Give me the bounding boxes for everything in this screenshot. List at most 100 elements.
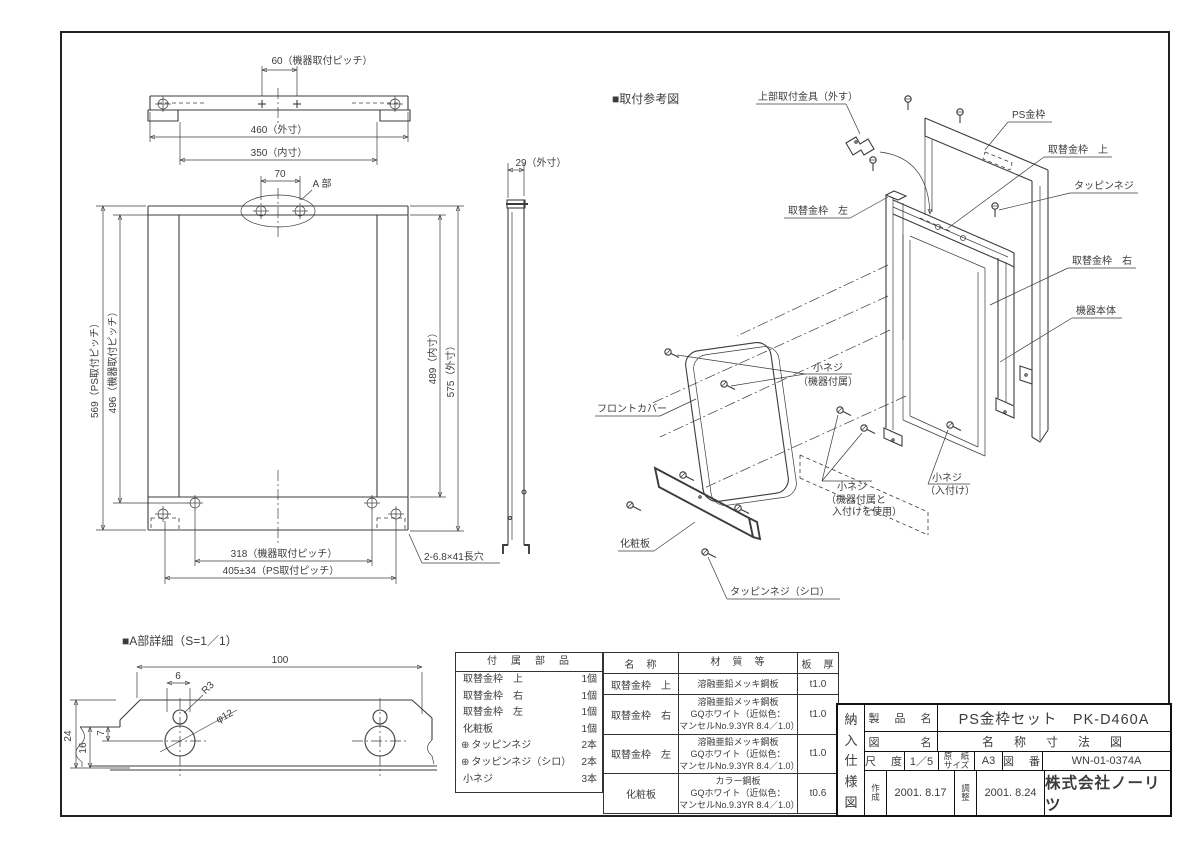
dim-460: 460（外寸）: [251, 123, 308, 136]
part-qty: 2本: [581, 756, 597, 768]
product-name-label: 製 品 名: [865, 705, 938, 732]
label-screw2-line1: 小ネジ: [837, 481, 867, 493]
doc-type-char: 仕: [844, 753, 858, 769]
replacement-frame-part: [883, 190, 1015, 447]
table-row: 取替金枠 上 溶融亜鉛メッキ鋼板 t1.0: [604, 673, 838, 694]
dim-6: 6: [175, 671, 181, 682]
label-tapping-screw: タッピンネジ: [1074, 180, 1134, 192]
part-name: 取替金枠 左: [463, 707, 523, 719]
phillips-screw-icon: ⊕: [461, 740, 470, 752]
doc-type-char: 図: [844, 795, 858, 811]
table-row: ⊕タッピンネジ（シロ） 2本: [456, 755, 602, 772]
created-label: 作成: [865, 771, 887, 815]
slot-note: 2-6.8×41長穴: [424, 550, 484, 563]
label-frame-right: 取替金枠 右: [1072, 254, 1132, 267]
label-tapping-white: タッピンネジ（シロ）: [730, 586, 830, 598]
sheet-border: [60, 31, 1170, 817]
material-thickness: t1.0: [809, 748, 827, 760]
part-qty: 3本: [581, 773, 597, 785]
assembly-label-group: 上部取付金具（外す） PS金枠 取替金枠 上 タッピンネジ 取替金枠 右 機器本…: [595, 90, 1138, 600]
decor-plate-part: [653, 466, 762, 541]
label-screw3-line2: （入付け）: [925, 484, 975, 497]
doc-type-vertical: 納 入 仕 様 図: [838, 705, 865, 815]
dim-60: 60（機器取付ピッチ）: [271, 54, 372, 67]
table-row: 取替金枠 左 1個: [456, 705, 602, 722]
dim-569: 569（PS取付ピッチ）: [88, 318, 101, 418]
label-screw3-line1: 小ネジ: [932, 472, 962, 484]
part-name: ⊕タッピンネジ: [461, 740, 532, 752]
title-block-main: 製 品 名 PS金枠セット PK-D460A 図 名 名 称 寸 法 図 尺 度…: [865, 705, 1170, 815]
part-name: 化粧板: [463, 723, 493, 735]
table-row: 小ネジ 3本: [456, 772, 602, 789]
material-thickness: t1.0: [809, 708, 827, 720]
table-row: 取替金枠 上 1個: [456, 672, 602, 689]
part-qty: 1個: [581, 707, 597, 719]
label-frame-left: 取替金枠 左: [788, 204, 848, 217]
dim-r3: R3: [200, 680, 217, 697]
material-name: 化粧板: [604, 774, 679, 813]
adjusted-label: 調整: [955, 771, 977, 815]
dim-16: 16: [78, 742, 89, 754]
front-view: 569（PS取付ピッチ） 496（機器取付ピッチ） 489（内寸） 575（外寸…: [88, 188, 500, 584]
material-name: 取替金枠 上: [604, 674, 679, 694]
dim-100: 100: [272, 655, 289, 666]
paper-size-value: A3: [975, 751, 1003, 770]
col-header-thickness: 板 厚: [801, 659, 835, 671]
front-cover-part: [685, 342, 797, 506]
dim-575: 575（外寸）: [444, 341, 457, 398]
col-header-material: 材 質 等: [679, 653, 798, 673]
dim-70: 70: [274, 169, 286, 180]
company-name: 株式会社ノーリツ: [1045, 775, 1161, 814]
dim-24: 24: [63, 730, 74, 742]
part-qty: 2本: [581, 740, 597, 752]
label-screw2-line3: 入付けを使用）: [832, 505, 902, 518]
drawing-name-label: 図 名: [865, 732, 938, 751]
label-upper-bracket: 上部取付金具（外す）: [758, 90, 858, 103]
paper-size-label: 原 紙サイズ: [939, 751, 975, 770]
phillips-screw-icon: ⊕: [461, 756, 470, 768]
materials-table: 名 称 材 質 等 板 厚 取替金枠 上 溶融亜鉛メッキ鋼板 t1.0 取替金枠…: [603, 652, 839, 814]
label-screw1-line2: （機器付属）: [798, 375, 858, 388]
dim-489: 489（内寸）: [426, 328, 439, 385]
doc-type-char: 入: [844, 732, 858, 748]
top-view: 60（機器取付ピッチ） 460（外寸） 350（内寸） 70 A 部: [147, 54, 411, 201]
drawing-number-label: 図 番: [1003, 751, 1043, 770]
dim-7: 7: [96, 730, 107, 736]
label-frame-top: 取替金枠 上: [1048, 143, 1108, 156]
label-appliance-body: 機器本体: [1076, 304, 1116, 317]
part-name: 取替金枠 右: [463, 690, 523, 702]
material-name: 取替金枠 左: [604, 734, 679, 773]
label-ps-frame: PS金枠: [1012, 108, 1045, 121]
part-name: 小ネジ: [463, 773, 493, 785]
col-header-name: 名 称: [604, 653, 679, 673]
appliance-body-part: [799, 235, 986, 536]
label-front-cover: フロントカバー: [597, 403, 667, 415]
dim-318: 318（機器取付ピッチ）: [231, 547, 338, 560]
detail-a-title: ■A部詳細（S=1／1）: [122, 633, 238, 648]
title-block: 納 入 仕 様 図 製 品 名 PS金枠セット PK-D460A 図 名 名 称…: [836, 703, 1172, 817]
parts-table-header: 付 属 部 品: [456, 653, 602, 672]
detail-a-view: ■A部詳細（S=1／1） 100: [63, 633, 437, 776]
part-qty: 1個: [581, 723, 597, 735]
table-header-row: 名 称 材 質 等 板 厚: [604, 653, 838, 673]
label-screw2-line2: （機器付属と: [826, 493, 886, 506]
upper-bracket-part: [845, 136, 930, 214]
a-part-label: A 部: [313, 177, 332, 190]
material-name: 取替金枠 右: [604, 695, 679, 734]
doc-type-char: 納: [844, 711, 858, 727]
dim-496: 496（機器取付ピッチ）: [106, 307, 119, 414]
side-view: 29（外寸）: [502, 156, 567, 554]
ps-frame-part: [924, 117, 1049, 443]
material-thickness: t1.0: [809, 678, 827, 690]
assembly-title: ■取付参考図: [612, 91, 679, 106]
adjusted-date: 2001. 8.24: [977, 771, 1045, 815]
scale-value: 1／5: [905, 751, 939, 770]
label-decor-plate: 化粧板: [620, 537, 650, 550]
drawing-name-value: 名 称 寸 法 図: [981, 735, 1126, 750]
part-qty: 1個: [581, 690, 597, 702]
dim-350: 350（内寸）: [251, 146, 308, 159]
drawing-number-value: WN-01-0374A: [1071, 754, 1142, 767]
